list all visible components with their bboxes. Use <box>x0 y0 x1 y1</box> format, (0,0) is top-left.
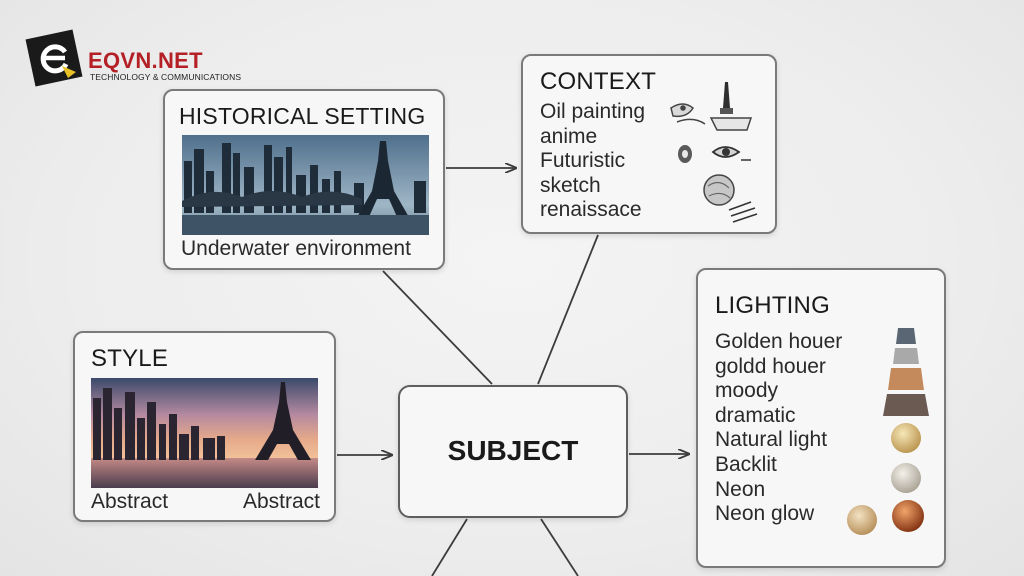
lighting-item: moody <box>715 379 779 403</box>
style-card: STYLE Abstract Abstract <box>73 331 336 522</box>
logo-tagline: TECHNOLOGY & COMMUNICATIONS <box>90 72 242 82</box>
line-subject-down-right <box>540 518 579 576</box>
paint-palette-icon <box>670 103 706 125</box>
line-historical-to-subject <box>382 270 493 385</box>
lighting-item: Golden houer <box>715 330 843 353</box>
lighting-card: LIGHTING Golden houer goldd houer moody … <box>696 268 946 568</box>
lighting-item: goldd houer <box>715 354 826 378</box>
sunset-skyline-eiffel-tower-photo <box>91 378 318 488</box>
context-list: Oil painting anime Futuristic sketch ren… <box>540 100 645 223</box>
city-skyline-bridge-eiffel-tower-photo <box>182 135 429 235</box>
swatch-sphere <box>891 423 921 453</box>
eqvn-logo[interactable]: EQVN.NET TECHNOLOGY & COMMUNICATIONS <box>24 28 244 92</box>
lighting-swatches <box>847 328 929 535</box>
line-context-to-subject <box>537 234 599 385</box>
historical-setting-card: HISTORICAL SETTING Underwater environmen… <box>163 89 445 270</box>
swatch-layer <box>896 328 916 344</box>
line-subject-down-left <box>431 518 468 576</box>
swatch-layer <box>888 368 924 390</box>
brush-icon <box>709 82 753 131</box>
globe-sketch-icon <box>703 174 735 206</box>
subject-title: SUBJECT <box>447 435 579 466</box>
swatch-sphere <box>847 505 877 535</box>
style-caption-right: Abstract <box>242 490 320 513</box>
eqvn-e-logo-icon <box>25 29 83 87</box>
context-item: anime <box>540 124 598 148</box>
historical-setting-caption: Underwater environment <box>181 237 411 260</box>
context-item: Oil painting <box>540 100 646 123</box>
lighting-item: Neon glow <box>715 502 815 526</box>
historical-setting-title: HISTORICAL SETTING <box>179 103 426 129</box>
lighting-list: Golden houer goldd houer moody dramatic … <box>715 330 842 527</box>
style-caption-left: Abstract <box>91 490 169 513</box>
swatch-sphere <box>891 463 921 493</box>
swatch-layer <box>893 348 919 364</box>
subject-card: SUBJECT <box>398 385 628 518</box>
context-icons <box>670 82 758 223</box>
swatch-sphere <box>892 500 924 532</box>
style-title: STYLE <box>91 345 169 372</box>
context-item: Futuristic <box>540 149 626 172</box>
logo-name: EQVN.NET <box>88 48 203 73</box>
context-item: renaissace <box>540 198 642 221</box>
lighting-item: Natural light <box>715 428 828 452</box>
context-title: CONTEXT <box>540 68 657 95</box>
lighting-item: dramatic <box>715 403 796 427</box>
lighting-item: Backlit <box>715 452 777 476</box>
lighting-title: LIGHTING <box>715 292 830 319</box>
context-item: sketch <box>540 173 601 197</box>
hatching-lines-icon <box>728 201 758 223</box>
eye-sketch-icon <box>678 145 751 163</box>
lighting-item: Neon <box>715 477 766 501</box>
swatch-layer <box>883 394 929 416</box>
context-card: CONTEXT Oil painting anime Futuristic sk… <box>521 54 777 234</box>
